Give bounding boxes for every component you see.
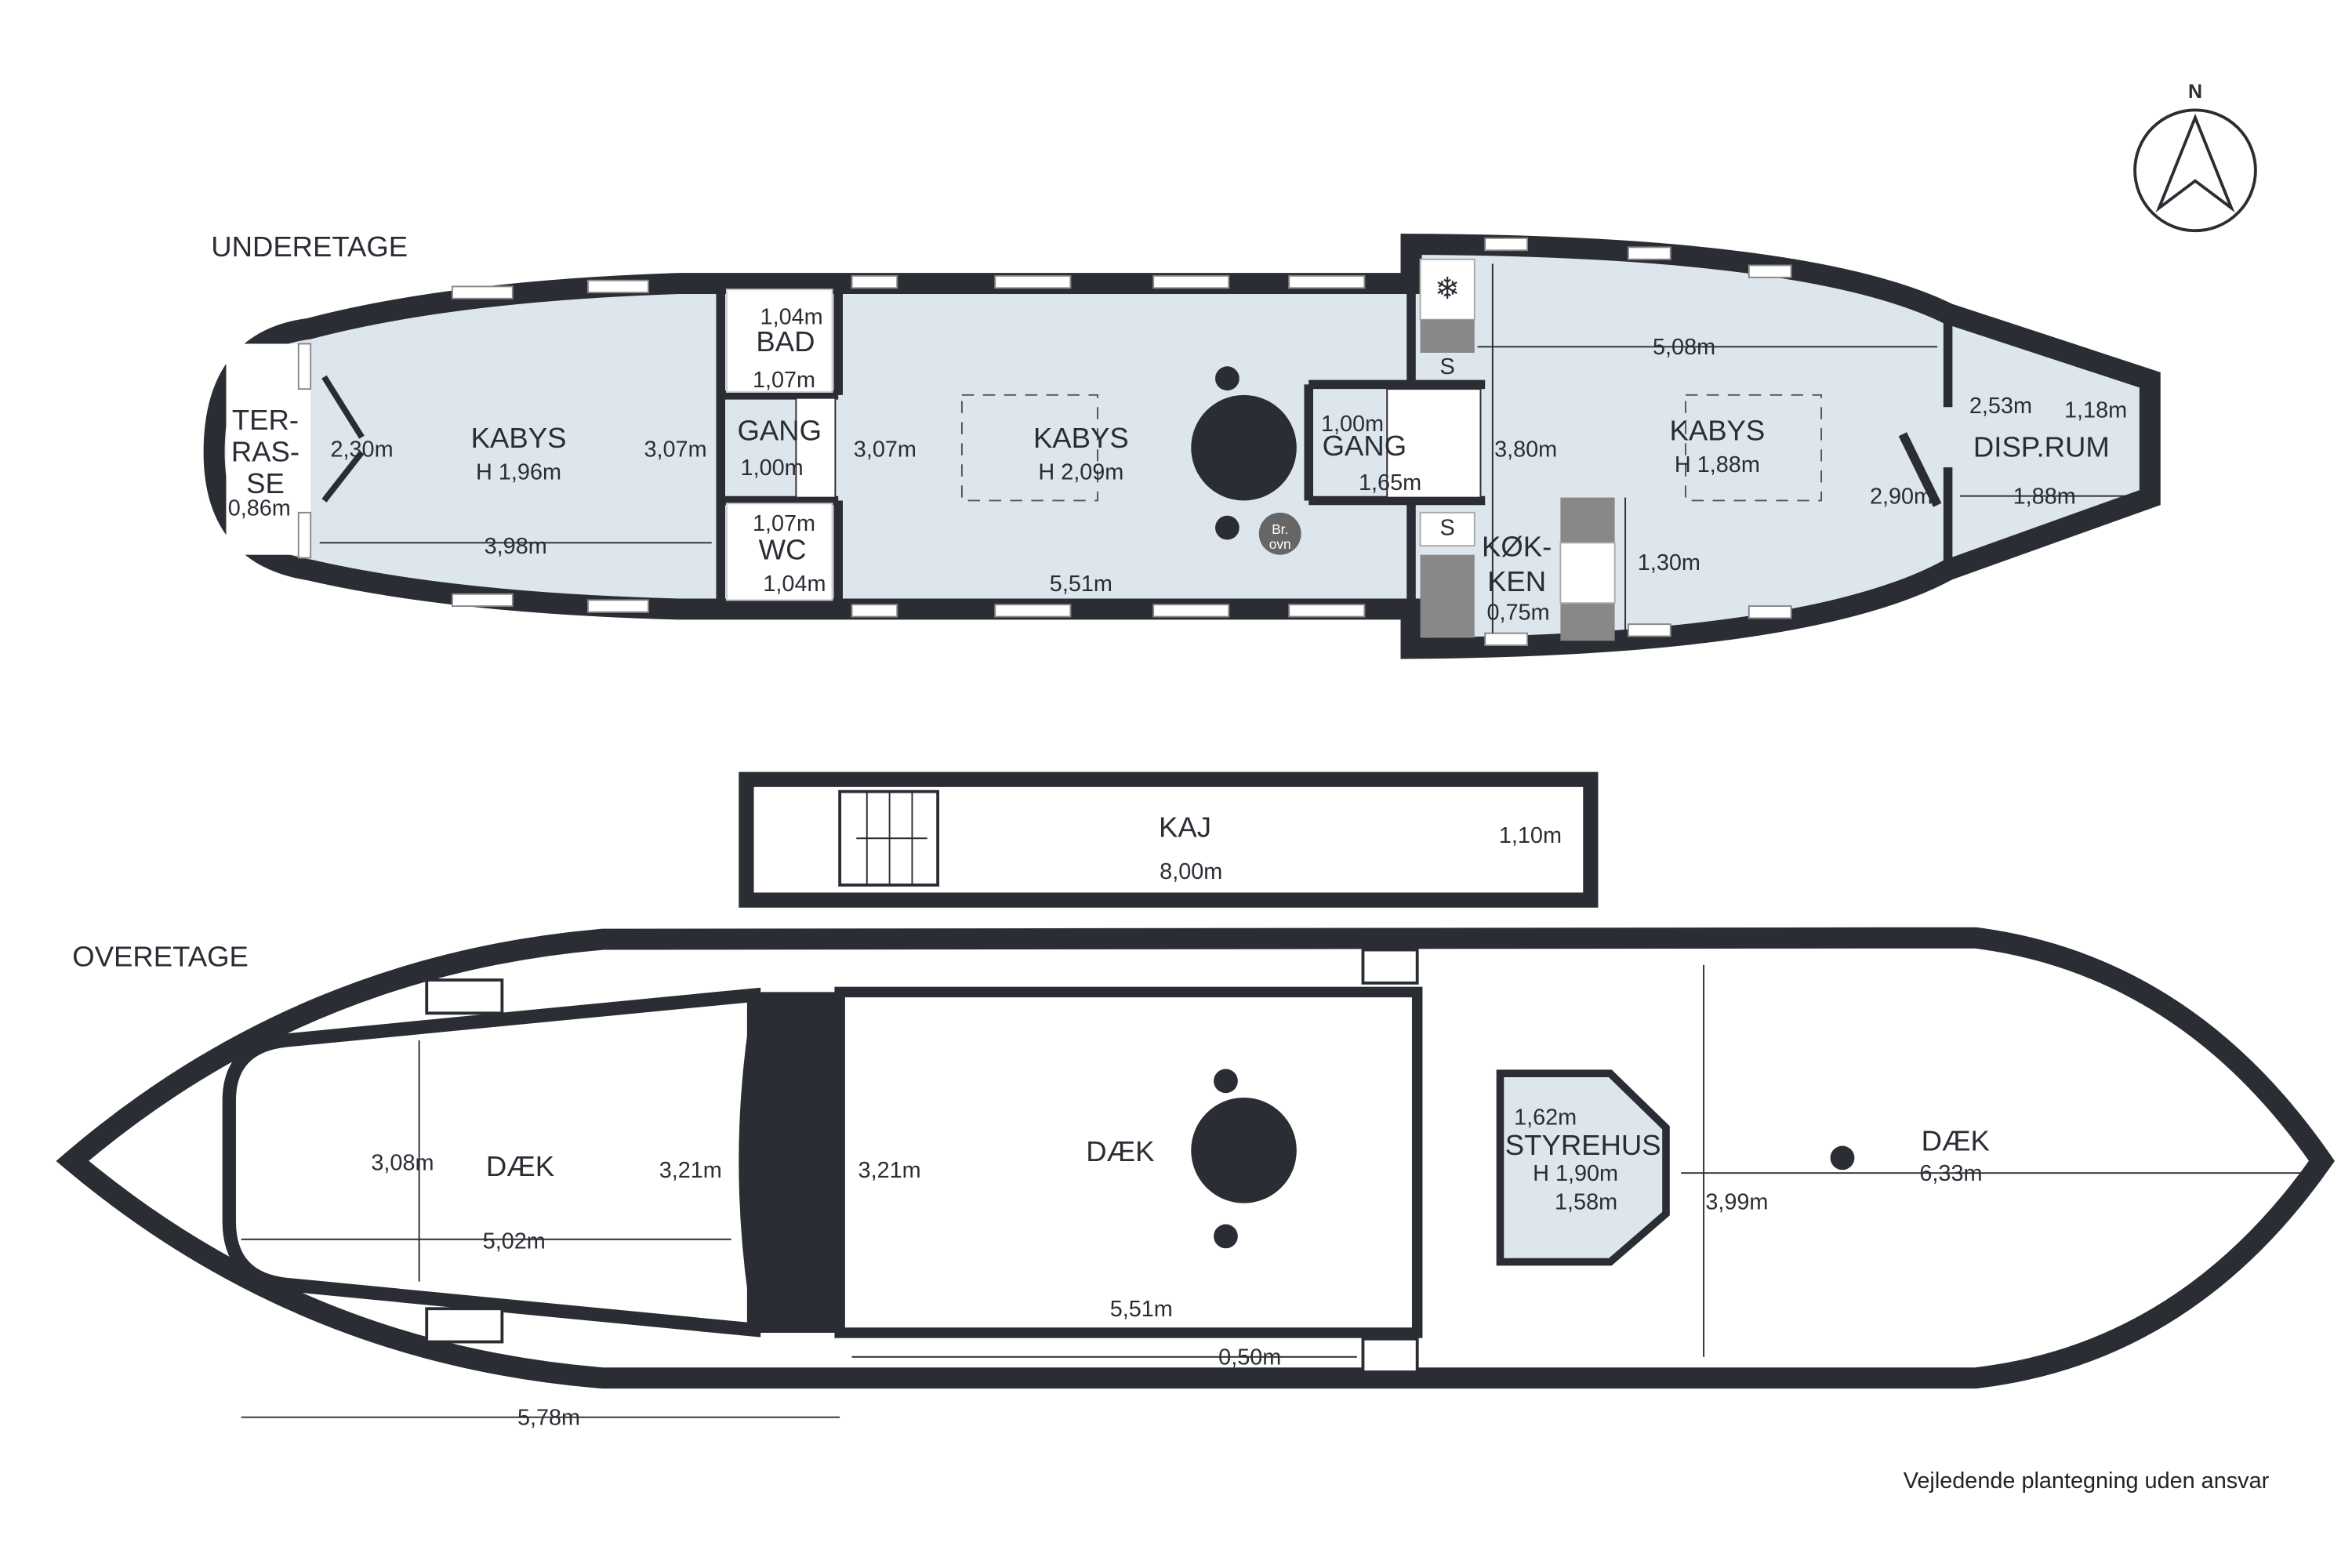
- daek-aft-label: DÆK: [486, 1150, 554, 1182]
- dimension-label: 1,00m: [1321, 412, 1384, 437]
- dimension-label: 0,86m: [228, 496, 291, 521]
- dimension-label: 0,50m: [1218, 1345, 1281, 1370]
- dimension-label: 2,30m: [330, 437, 393, 463]
- disclaimer: Vejledende plantegning uden ansvar: [1904, 1468, 2270, 1494]
- dimension-label: 1,65m: [1359, 470, 1421, 495]
- dimension-label: 5,51m: [1050, 572, 1112, 597]
- wc-label: WC: [759, 533, 807, 565]
- dimension-label: 3,21m: [659, 1158, 722, 1183]
- kabys-fwd-height: H 1,88m: [1675, 452, 1760, 477]
- bad-label: BAD: [756, 325, 815, 358]
- dimension-label: 5,51m: [1110, 1297, 1173, 1322]
- dimension-label: 3,98m: [485, 534, 547, 559]
- terrasse-label: TER-: [232, 404, 299, 436]
- north-arrow-icon: [2133, 108, 2257, 233]
- dimension-label: 1,62m: [1514, 1105, 1577, 1131]
- underetage-title: UNDERETAGE: [211, 230, 408, 263]
- terrasse-area: [226, 343, 311, 555]
- stove-icon: [1191, 394, 1297, 501]
- disp-rum-label: DISP.RUM: [1973, 431, 2110, 463]
- koekken-label: KØK-: [1482, 531, 1552, 563]
- styrehus-height: H 1,90m: [1533, 1161, 1618, 1186]
- dimension-label: 3,21m: [858, 1158, 921, 1183]
- kaj-plan: [739, 771, 1599, 908]
- dimension-label: 2,90m: [1870, 484, 1933, 509]
- terrasse-label: RAS-: [231, 435, 299, 467]
- dimension-label: 3,07m: [644, 437, 706, 463]
- dimension-label: 1,04m: [763, 572, 826, 597]
- overetage-title: OVERETAGE: [72, 941, 249, 973]
- daek-mid-label: DÆK: [1086, 1135, 1154, 1167]
- dimension-label: 5,02m: [483, 1229, 546, 1254]
- koekken-label: KEN: [1487, 565, 1546, 597]
- underetage-plan: ❄ Br. ovn: [203, 234, 2161, 659]
- kabys-mid-label: KABYS: [1033, 422, 1129, 454]
- dimension-label: 3,80m: [1494, 437, 1557, 463]
- kabys-mid-height: H 2,09m: [1038, 460, 1123, 485]
- dimension-label: 1,07m: [753, 368, 815, 393]
- dimension-label: 3,08m: [371, 1150, 434, 1175]
- kabys-aft-label: KABYS: [471, 422, 567, 454]
- dimension-label: 1,30m: [1638, 550, 1700, 575]
- dimension-label: 3,99m: [1705, 1189, 1768, 1214]
- dimension-label: 0,75m: [1486, 600, 1549, 625]
- dimension-label: 5,78m: [517, 1405, 580, 1430]
- dimension-label: 5,08m: [1653, 335, 1715, 360]
- dimension-label: 1,00m: [741, 456, 804, 481]
- terrasse-label: SE: [246, 467, 285, 499]
- underetage-hull: [203, 234, 2161, 659]
- north-label: N: [2188, 81, 2202, 103]
- dimension-label: 1,07m: [753, 511, 815, 536]
- styrehus-label: STYREHUS: [1505, 1129, 1661, 1161]
- dimension-label: 2,53m: [1969, 394, 2032, 419]
- kabys-fwd-label: KABYS: [1669, 415, 1765, 447]
- kabys-aft-height: H 1,96m: [476, 460, 561, 485]
- overetage-plan: [56, 927, 2335, 1418]
- styrehus-outline: [1496, 1069, 1670, 1266]
- dimension-label: 1,58m: [1555, 1189, 1617, 1214]
- dimension-label: 3,07m: [854, 437, 916, 463]
- gang-fwd-label: GANG: [1323, 430, 1407, 462]
- dimension-label: 8,00m: [1160, 859, 1222, 884]
- dimension-label: 1,18m: [2064, 398, 2127, 423]
- stove-label-2: ovn: [1269, 536, 1291, 552]
- freezer-icon: ❄: [1435, 272, 1460, 306]
- dimension-label: 1,88m: [2013, 484, 2076, 509]
- dimension-label: 1,10m: [1499, 823, 1562, 848]
- shelf-label: S: [1440, 516, 1455, 541]
- kaj-label: KAJ: [1159, 811, 1211, 843]
- dimension-label: 6,33m: [1919, 1161, 1982, 1186]
- shelf-label: S: [1440, 354, 1455, 379]
- roof-block: [739, 992, 840, 1333]
- stove-label-1: Br.: [1272, 521, 1288, 537]
- daek-fwd-label: DÆK: [1922, 1124, 1990, 1156]
- gang-aft-label: GANG: [737, 415, 822, 447]
- dimension-label: 1,04m: [760, 304, 823, 329]
- wood-stove-icon: [1258, 512, 1301, 555]
